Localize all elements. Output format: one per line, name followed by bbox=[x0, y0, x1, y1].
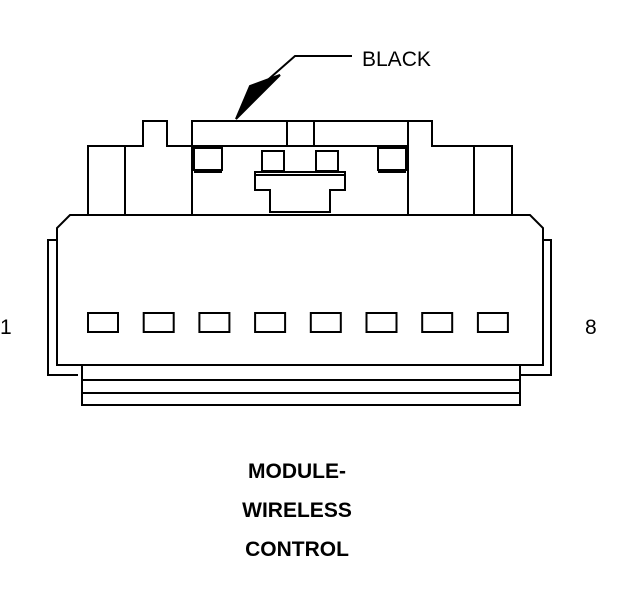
pin-cavity-7 bbox=[421, 312, 454, 333]
pin-cavity-8 bbox=[476, 312, 509, 333]
caption-line-3: CONTROL bbox=[245, 538, 349, 561]
bottom-rail bbox=[81, 365, 521, 406]
pin-cavity-2 bbox=[142, 312, 175, 333]
pin-cavity-3 bbox=[198, 312, 231, 333]
right-latch bbox=[407, 120, 513, 215]
left-rail bbox=[47, 239, 78, 376]
pin-cavity-6 bbox=[365, 312, 398, 333]
connector-body bbox=[56, 214, 544, 366]
left-latch bbox=[87, 120, 193, 215]
caption-line-2: WIRELESS bbox=[242, 499, 352, 522]
right-rail bbox=[520, 239, 552, 376]
callout-arrowhead bbox=[235, 74, 281, 120]
pin-cavity-1 bbox=[87, 312, 119, 333]
center-lock bbox=[191, 120, 409, 215]
pin-cavity-5 bbox=[309, 312, 342, 333]
pin-8-label: 8 bbox=[585, 316, 597, 339]
pin-cavity-4 bbox=[254, 312, 287, 333]
pin-cavities bbox=[87, 312, 509, 333]
wire-color-label: BLACK bbox=[362, 48, 431, 71]
connector-caption: MODULE- WIRELESS CONTROL bbox=[197, 452, 397, 569]
caption-line-1: MODULE- bbox=[248, 460, 346, 483]
pin-1-label: 1 bbox=[0, 316, 12, 339]
callout-leader bbox=[261, 55, 352, 86]
